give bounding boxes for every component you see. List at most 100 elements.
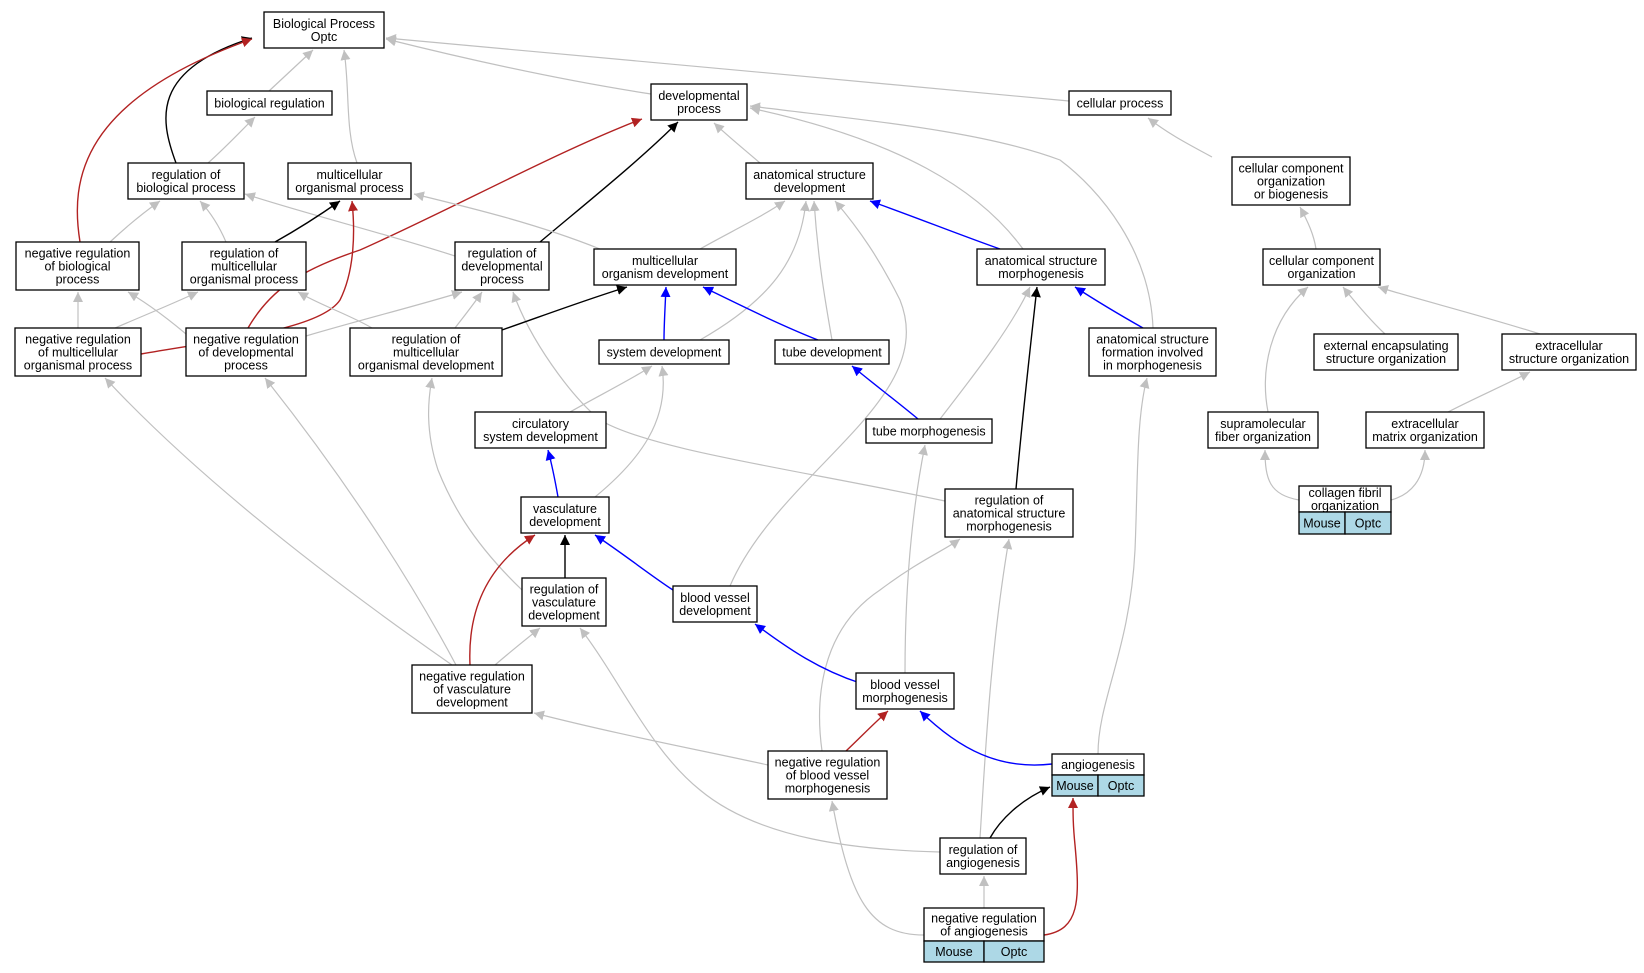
go-term-cellproc[interactable]: cellular process	[1068, 90, 1172, 116]
term-label-line: developmental	[658, 89, 739, 103]
term-box	[349, 327, 503, 377]
edge-negregdev-to-regdevproc	[305, 290, 463, 337]
term-label-line: process	[677, 102, 721, 116]
term-box	[865, 418, 993, 444]
term-label-line: cellular process	[1077, 97, 1164, 111]
edge-sysdev-to-asdev	[699, 200, 810, 341]
term-label-line: development	[774, 181, 846, 195]
term-label-line: anatomical structure	[985, 254, 1098, 268]
edge-circdev-to-sysdev	[569, 365, 653, 413]
term-label-line: angiogenesis	[1061, 758, 1135, 772]
go-term-tubemorph[interactable]: tube morphogenesis	[865, 418, 993, 444]
term-label-line: process	[480, 273, 524, 287]
term-label-line: fiber organization	[1215, 430, 1311, 444]
edge-negregbvm-to-bvmorph	[845, 710, 889, 752]
edge-regmultproc-to-regbp	[199, 200, 227, 243]
term-label-line: regulation of	[210, 247, 279, 261]
edge-extrastr-to-ccorg	[1377, 285, 1541, 335]
edge-multproc-to-bp	[340, 49, 358, 164]
edge-asmorph-to-devproc	[749, 105, 1024, 250]
term-label-line: organismal process	[24, 359, 132, 373]
term-label-line: of vasculature	[433, 683, 511, 697]
term-box	[598, 339, 730, 365]
term-label-line: formation involved	[1102, 346, 1203, 360]
term-label-line: of blood vessel	[786, 769, 869, 783]
edge-ccorg-to-ccob	[1299, 206, 1317, 250]
term-label-line: process	[56, 273, 100, 287]
term-box	[287, 162, 412, 200]
term-label-line: extracellular	[1391, 417, 1458, 431]
term-label-line: multicellular	[317, 168, 383, 182]
edge-asmorph-to-asdev	[869, 199, 1001, 250]
term-box	[1068, 90, 1172, 116]
term-label-line: tube development	[782, 346, 882, 360]
term-label-line: anatomical structure	[953, 507, 1066, 521]
term-label-line: organismal process	[295, 181, 403, 195]
annotation-cell	[1344, 511, 1392, 535]
term-label-line: system development	[607, 346, 722, 360]
term-box	[521, 577, 607, 627]
edge-negregbp-to-regbp	[109, 200, 161, 243]
term-label-line: negative regulation	[193, 333, 299, 347]
edge-regangio-to-regasmorph	[979, 538, 1013, 839]
edge-collagen-to-supramol	[1260, 449, 1300, 501]
term-label-line: organization	[1257, 175, 1325, 189]
term-label-line: or biogenesis	[1254, 188, 1328, 202]
term-label-line: organism development	[602, 267, 729, 281]
go-term-tubedev[interactable]: tube development	[774, 339, 890, 365]
term-label-line: developmental	[461, 260, 542, 274]
term-label-line: extracellular	[1535, 339, 1602, 353]
edge-layer	[73, 33, 1541, 936]
term-label-line: of multicellular	[38, 346, 118, 360]
term-label-line: multicellular	[393, 346, 459, 360]
edge-negregangio-to-negregbvm	[828, 800, 925, 936]
edge-asform-to-devproc	[749, 102, 1154, 329]
term-label-line: Biological Process	[273, 17, 375, 31]
edge-bvdev-to-asdev	[729, 200, 907, 587]
go-term-bioreg[interactable]: biological regulation	[206, 90, 333, 116]
edge-regmultproc-to-multproc	[274, 200, 341, 243]
term-label-line: vasculature	[533, 502, 597, 516]
term-box	[454, 241, 550, 291]
term-label-line: biological regulation	[214, 97, 325, 111]
edge-regmultdev-to-regmultproc	[297, 291, 373, 329]
annotation-cell	[983, 940, 1045, 963]
term-box	[774, 339, 890, 365]
edge-multdev-to-multproc	[413, 191, 601, 250]
go-term-sysdev[interactable]: system development	[598, 339, 730, 365]
annotation-label: Mouse	[1303, 517, 1341, 531]
annotation-label: Optc	[1001, 945, 1027, 959]
